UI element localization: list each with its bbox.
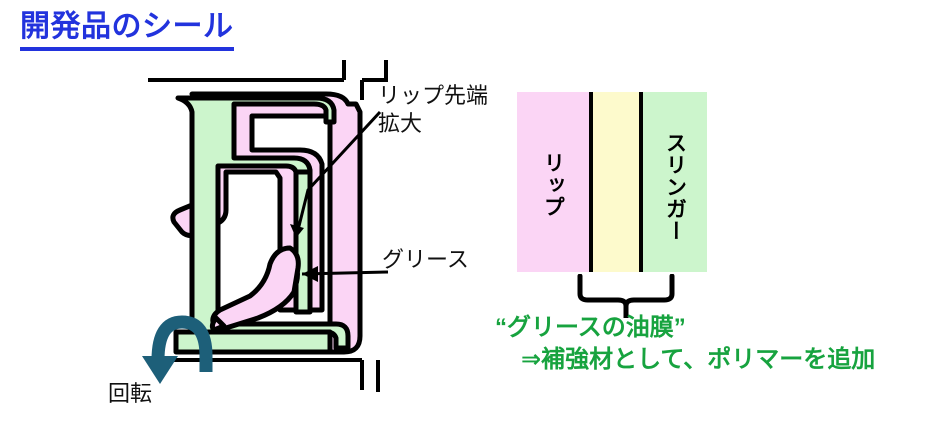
lip-tip-enlarged-panel: リップ スリンガー: [517, 92, 707, 272]
lip-nub: [209, 315, 227, 333]
callout-lip-tip-line1: リップ先端: [378, 83, 489, 108]
conclusion-line-2: ⇒補強材として、ポリマーを追加: [521, 345, 876, 373]
callout-rotation: 回転: [108, 381, 153, 406]
rotation-arrow-icon: [142, 315, 213, 384]
sealing-lip: [210, 245, 301, 333]
panel-band-grease-film: [589, 92, 643, 272]
conclusion-line-1: “グリースの油膜”: [495, 314, 686, 341]
panel-band-lip-label: リップ: [541, 152, 565, 218]
curly-brace-down-icon: [577, 274, 675, 318]
conclusion-text: “グリースの油膜” ⇒補強材として、ポリマーを追加: [495, 312, 875, 375]
panel-band-lip: リップ: [517, 92, 589, 272]
panel-band-slinger-label: スリンガー: [663, 132, 687, 242]
seal-cross-section-diagram: [142, 60, 389, 392]
leader-line-lip-tip: [290, 110, 382, 239]
page-title: 開発品のシール: [20, 10, 234, 51]
callout-grease: グリース: [382, 247, 469, 272]
leader-line-grease: [301, 266, 389, 282]
callout-lip-tip: リップ先端 拡大: [378, 82, 488, 137]
callout-lip-tip-line2: 拡大: [378, 110, 423, 136]
slinger-bottom-flange: [173, 329, 333, 355]
panel-band-slinger: スリンガー: [643, 92, 707, 272]
